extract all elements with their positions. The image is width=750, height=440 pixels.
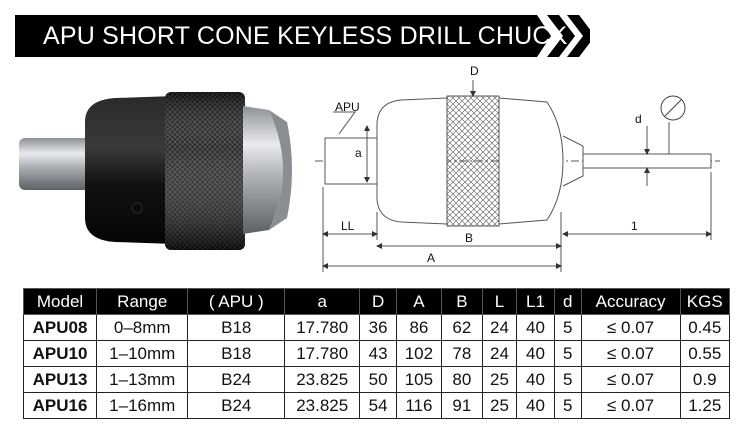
cell-range: 1–13mm — [96, 366, 189, 393]
double-chevron-right-icon — [547, 15, 590, 57]
one-label: 1 — [631, 219, 638, 233]
cell-a: 17.780 — [284, 314, 361, 341]
header-d-small: d — [553, 288, 582, 315]
cell-l1: 40 — [516, 314, 555, 341]
banner-shape — [15, 15, 590, 57]
chuck-front-ring — [243, 106, 283, 234]
cell-apu: B24 — [187, 366, 286, 393]
cell-l: 24 — [481, 314, 518, 341]
d-small-label: d — [635, 112, 642, 126]
cell-l1: 40 — [516, 340, 555, 367]
header-d: D — [359, 288, 397, 315]
chuck-key-screw — [131, 202, 143, 214]
header-kgs: KGS — [679, 288, 730, 315]
cell-a-total: 116 — [395, 392, 442, 419]
header-a-total: A — [395, 288, 442, 315]
cell-d: 50 — [359, 366, 397, 393]
a-total-label: A — [427, 251, 436, 265]
cell-kgs: 0.55 — [679, 340, 730, 367]
cell-accuracy: ≤ 0.07 — [580, 314, 681, 341]
title-banner: APU SHORT CONE KEYLESS DRILL CHUCK — [15, 15, 590, 57]
cell-l1: 40 — [516, 366, 555, 393]
ll-label: LL — [341, 219, 355, 233]
d-top-label: D — [470, 64, 479, 78]
drawing-front — [498, 97, 564, 225]
cell-apu: B24 — [187, 392, 286, 419]
cell-apu: B18 — [187, 314, 286, 341]
b-label: B — [465, 231, 474, 245]
cell-d-small: 5 — [553, 366, 582, 393]
cell-accuracy: ≤ 0.07 — [580, 340, 681, 367]
cell-range: 0–8mm — [96, 314, 189, 341]
technical-drawing: APU a D d LL B A 1 — [315, 62, 735, 274]
table-header-row: Model Range ( APU ) a D A B L L1 d Accur… — [22, 288, 730, 315]
header-model: Model — [22, 288, 98, 315]
header-l1: L1 — [516, 288, 555, 315]
cell-a: 23.825 — [284, 366, 361, 393]
cell-d: 54 — [359, 392, 397, 419]
header-l: L — [481, 288, 518, 315]
a-label: a — [355, 146, 362, 160]
cell-range: 1–10mm — [96, 340, 189, 367]
drawing-knurl — [446, 95, 500, 227]
cell-a-total: 105 — [395, 366, 442, 393]
cell-l1: 40 — [516, 392, 555, 419]
cell-b: 80 — [440, 366, 483, 393]
cell-l: 25 — [481, 392, 518, 419]
cell-kgs: 1.25 — [679, 392, 730, 419]
cell-d-small: 5 — [553, 392, 582, 419]
spec-table: Model Range ( APU ) a D A B L L1 d Accur… — [22, 288, 730, 419]
cell-d: 43 — [359, 340, 397, 367]
table-row: APU10 1–10mm B18 17.780 43 102 78 24 40 … — [22, 340, 730, 367]
cell-model: APU16 — [22, 392, 98, 419]
cell-b: 62 — [440, 314, 483, 341]
table-row: APU16 1–16mm B24 23.825 54 116 91 25 40 … — [22, 392, 730, 419]
cell-model: APU10 — [22, 340, 98, 367]
cell-b: 91 — [440, 392, 483, 419]
drawing-shank — [324, 137, 378, 185]
cell-kgs: 0.45 — [679, 314, 730, 341]
header-b: B — [440, 288, 483, 315]
apu-label: APU — [335, 100, 360, 114]
cell-a: 23.825 — [284, 392, 361, 419]
header-range: Range — [96, 288, 189, 315]
cell-a-total: 102 — [395, 340, 442, 367]
cell-l: 24 — [481, 340, 518, 367]
runout-tolerance-icon — [660, 95, 686, 121]
header-a: a — [284, 288, 361, 315]
header-apu: ( APU ) — [187, 288, 286, 315]
cell-d-small: 5 — [553, 314, 582, 341]
cell-model: APU13 — [22, 366, 98, 393]
cell-a: 17.780 — [284, 340, 361, 367]
product-photo — [15, 82, 305, 258]
cell-model: APU08 — [22, 314, 98, 341]
cell-range: 1–16mm — [96, 392, 189, 419]
drawing-body — [376, 97, 448, 225]
page-title: APU SHORT CONE KEYLESS DRILL CHUCK — [43, 22, 568, 50]
table-row: APU08 0–8mm B18 17.780 36 86 62 24 40 5 … — [22, 314, 730, 341]
cell-apu: B18 — [187, 340, 286, 367]
cell-accuracy: ≤ 0.07 — [580, 392, 681, 419]
cell-a-total: 86 — [395, 314, 442, 341]
header-accuracy: Accuracy — [580, 288, 681, 315]
drawing-drill-rod — [582, 153, 712, 169]
cell-d-small: 5 — [553, 340, 582, 367]
cell-accuracy: ≤ 0.07 — [580, 366, 681, 393]
cell-l: 25 — [481, 366, 518, 393]
table-row: APU13 1–13mm B24 23.825 50 105 80 25 40 … — [22, 366, 730, 393]
cell-kgs: 0.9 — [679, 366, 730, 393]
cell-d: 36 — [359, 314, 397, 341]
cell-b: 78 — [440, 340, 483, 367]
chuck-back-body — [85, 96, 175, 244]
